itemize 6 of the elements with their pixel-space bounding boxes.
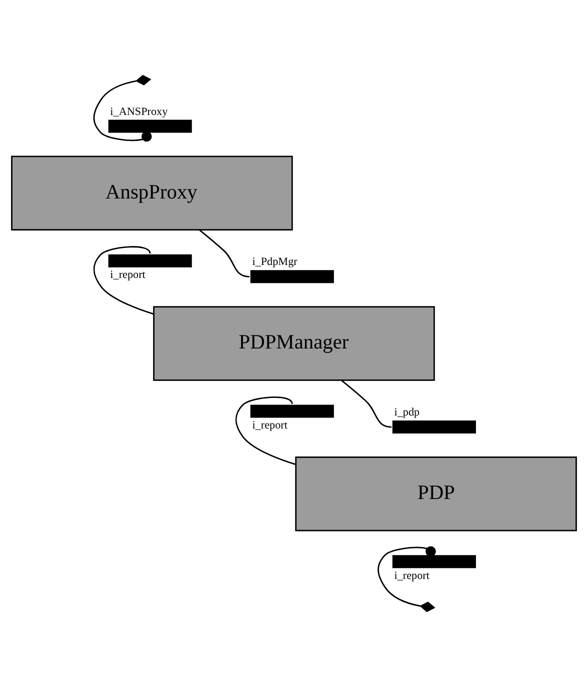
node-label: i_report <box>110 269 146 282</box>
node-label: i_report <box>394 570 430 582</box>
node-label: i_report <box>252 420 288 432</box>
node-label: i_PdpMgr <box>252 256 298 268</box>
node-label: i_ANSProxy <box>110 106 168 118</box>
node-label: i_pdp <box>394 406 420 419</box>
